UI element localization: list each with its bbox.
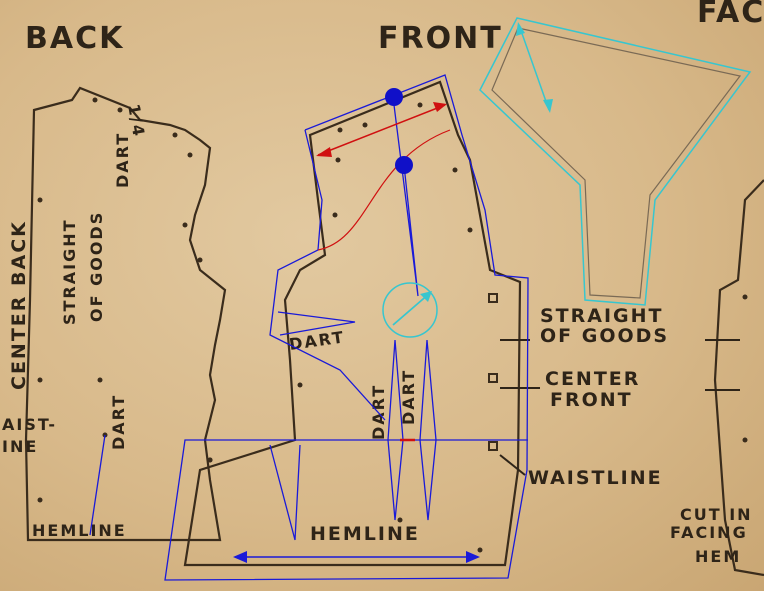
front-hemline-label: HEMLINE: [310, 523, 420, 545]
center-front-label-2: FRONT: [550, 389, 633, 411]
facing-cut-label-1: CUT IN: [680, 505, 753, 524]
back-straight-label-1: STRAIGHT: [60, 218, 79, 325]
facing-piece: [705, 179, 764, 577]
back-title: BACK: [25, 21, 124, 56]
front-straight-label-1: STRAIGHT: [540, 305, 664, 327]
quarter-dart-label-2: DART: [113, 132, 132, 188]
center-back-label: CENTER BACK: [8, 220, 30, 390]
back-straight-label-2: OF GOODS: [87, 211, 106, 322]
facing-cut-label-2: FACING: [670, 523, 748, 542]
back-waistline-label-1: AIST-: [2, 415, 57, 434]
drag-handle-top[interactable]: [385, 88, 403, 106]
front-title: FRONT: [378, 21, 503, 56]
back-waistline-label-2: INE: [2, 437, 38, 456]
rotate-handle[interactable]: [382, 282, 438, 338]
drag-handle-middle[interactable]: [395, 156, 413, 174]
back-overlay[interactable]: [89, 434, 106, 536]
back-dart-label: DART: [109, 394, 128, 450]
facing-hem-label: HEM: [695, 547, 741, 566]
facing-title: FAC: [697, 0, 764, 30]
back-hemline-label: HEMLINE: [32, 521, 127, 540]
front-waistline-label: WAISTLINE: [528, 467, 663, 489]
measure-overlay[interactable]: [316, 102, 451, 251]
back-piece: [24, 86, 227, 542]
facing-overlay[interactable]: [479, 17, 752, 306]
front-side-dart-label: DART: [288, 327, 346, 354]
front-dart-right-label: DART: [399, 369, 418, 425]
center-front-label-1: CENTER: [545, 368, 640, 390]
front-piece: [183, 80, 540, 567]
front-straight-label-2: OF GOODS: [540, 325, 669, 347]
